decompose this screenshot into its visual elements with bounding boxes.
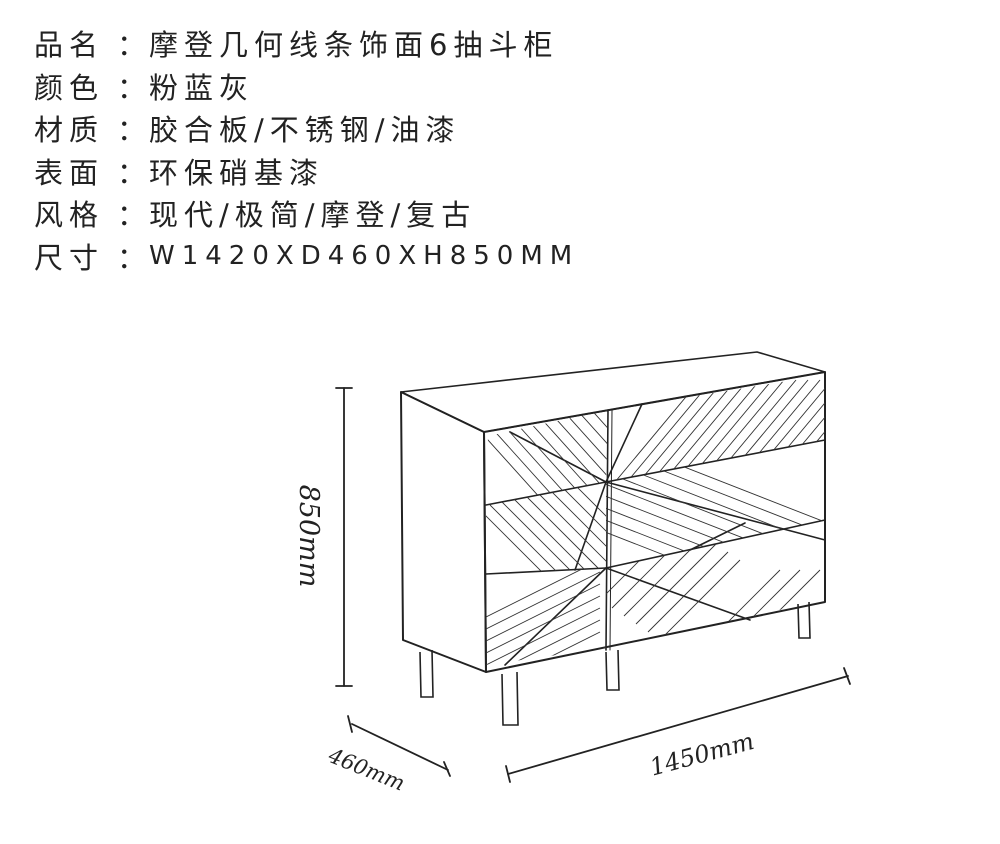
spec-row-color: 颜色 ： 粉蓝灰 bbox=[34, 65, 579, 108]
cabinet-leg bbox=[419, 649, 434, 698]
spec-value: 现代/极简/摩登/复古 bbox=[149, 198, 477, 233]
cabinet-leg bbox=[797, 601, 811, 639]
facet-line bbox=[504, 567, 607, 666]
width-dimension-label: 1450mm bbox=[647, 727, 757, 782]
spec-value: 胶合板/不锈钢/油漆 bbox=[149, 113, 461, 148]
spec-colon: ： bbox=[116, 70, 146, 105]
spec-list: 品名 ： 摩登几何线条饰面6抽斗柜 颜色 ： 粉蓝灰 材质 ： 胶合板/不锈钢/… bbox=[34, 22, 579, 277]
spec-label: 品名 bbox=[34, 28, 105, 63]
spec-row-style: 风格 ： 现代/极简/摩登/复古 bbox=[34, 192, 579, 235]
cabinet-leg bbox=[501, 671, 519, 726]
spec-label: 尺寸 bbox=[34, 240, 105, 275]
hatch-panel bbox=[606, 379, 825, 482]
spec-value: 环保硝基漆 bbox=[149, 155, 325, 190]
spec-label: 材质 bbox=[34, 113, 105, 148]
spec-colon: ： bbox=[116, 155, 146, 190]
spec-row-surface: 表面 ： 环保硝基漆 bbox=[34, 150, 579, 193]
facet-line bbox=[605, 403, 643, 483]
spec-colon: ： bbox=[116, 240, 146, 275]
spec-value: 摩登几何线条饰面6抽斗柜 bbox=[149, 28, 559, 63]
spec-row-size: 尺寸 ： W1420XD460XH850MM bbox=[34, 235, 579, 278]
spec-colon: ： bbox=[116, 198, 146, 233]
spec-colon: ： bbox=[116, 113, 146, 148]
spec-row-material: 材质 ： 胶合板/不锈钢/油漆 bbox=[34, 107, 579, 150]
depth-dimension-label: 460mm bbox=[324, 743, 408, 796]
cabinet-leg bbox=[605, 649, 620, 691]
depth-dimension-line bbox=[351, 723, 449, 771]
hatch-panel bbox=[486, 410, 608, 505]
cabinet-top bbox=[400, 351, 826, 433]
spec-value: 粉蓝灰 bbox=[149, 70, 255, 105]
drawer-line bbox=[605, 439, 826, 483]
facet-line bbox=[605, 481, 826, 541]
drawer-divider bbox=[605, 409, 609, 651]
height-dimension-label: 850mm bbox=[293, 485, 324, 588]
spec-label: 颜色 bbox=[34, 70, 105, 105]
hatch-panel bbox=[486, 482, 606, 574]
facet-line bbox=[605, 567, 751, 621]
width-dimension-line bbox=[507, 675, 849, 775]
facet-line bbox=[689, 522, 746, 551]
facet-line bbox=[509, 431, 607, 483]
cabinet-front bbox=[483, 371, 826, 673]
spec-value: W1420XD460XH850MM bbox=[149, 240, 580, 271]
hatch-panel bbox=[486, 568, 606, 665]
drawer-line bbox=[485, 567, 607, 575]
spec-colon: ： bbox=[116, 28, 146, 63]
cabinet-side bbox=[400, 391, 487, 673]
spec-label: 风格 bbox=[34, 198, 105, 233]
facet-line bbox=[574, 481, 607, 571]
spec-label: 表面 bbox=[34, 155, 105, 190]
spec-row-name: 品名 ： 摩登几何线条饰面6抽斗柜 bbox=[34, 22, 579, 65]
drawer-line bbox=[485, 481, 607, 506]
